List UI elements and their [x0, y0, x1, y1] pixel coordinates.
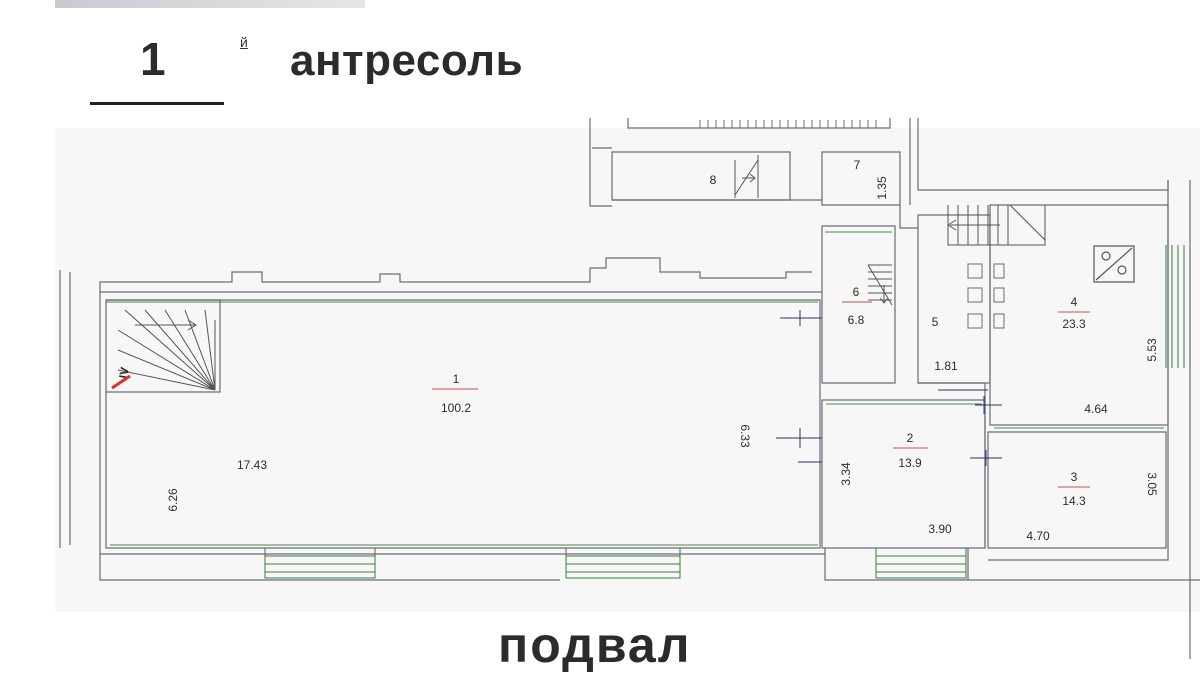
dimension-4-64: 4.64	[1084, 402, 1108, 416]
staircase-top	[947, 204, 1046, 246]
dimension-5-53: 5.53	[1145, 338, 1159, 362]
room-1-area: 100.2	[441, 401, 471, 415]
dimension-1-35: 1.35	[875, 176, 889, 200]
handwritten-mark: IV	[111, 366, 132, 390]
floor-plan: 1 100.2 2 13.9 3 14.3 4 23.3 5 6 6.8 7 8…	[59, 118, 1200, 659]
dimension-4-70: 4.70	[1026, 529, 1050, 543]
stair-room-outline	[106, 299, 221, 393]
next-floor-title: подвал	[498, 617, 692, 673]
room-4-outline	[989, 204, 1169, 426]
staircase-room-1	[117, 309, 216, 391]
dimension-3-34: 3.34	[839, 462, 853, 486]
dimension-3-05: 3.05	[1145, 472, 1159, 496]
scan-edge-strip	[55, 0, 365, 8]
windows	[264, 245, 1185, 579]
fixture-2	[967, 287, 983, 303]
room-4-number: 4	[1071, 295, 1078, 309]
inner-wall-lines	[106, 231, 1164, 546]
window-2	[565, 548, 681, 579]
vent-hatching	[699, 120, 877, 128]
fixture-1	[967, 263, 983, 279]
equipment-box-frame	[1093, 245, 1135, 283]
floor-number: 1	[140, 33, 166, 85]
staircase-room-6	[867, 264, 893, 306]
room-labels: 1 100.2 2 13.9 3 14.3 4 23.3 5 6 6.8 7 8	[432, 158, 1090, 508]
room-3-outline	[987, 431, 1167, 549]
room-7-number: 7	[854, 158, 861, 172]
plan-sheet	[55, 128, 1200, 612]
floor-number-underline	[90, 102, 224, 105]
dimension-labels: 17.43 6.26 6.33 3.34 3.90 4.70 3.05 4.64…	[166, 176, 1159, 543]
fixture-6	[993, 313, 1005, 329]
window-3	[875, 548, 967, 579]
room-6-outline	[821, 225, 896, 384]
dimension-6-33: 6.33	[738, 424, 752, 448]
room-1-number: 1	[453, 372, 460, 386]
dimension-1-81: 1.81	[934, 359, 958, 373]
room-4-area: 23.3	[1062, 317, 1086, 331]
room-8-number: 8	[710, 173, 717, 187]
room-5-number: 5	[932, 315, 939, 329]
door-markers	[776, 310, 1002, 466]
floor-number-suffix: й	[240, 34, 248, 50]
window-4	[1165, 245, 1185, 368]
toilet-fixtures	[967, 263, 1005, 329]
floor-name: антресоль	[290, 36, 524, 85]
room-2-number: 2	[907, 431, 914, 445]
room-1-outline	[105, 299, 821, 549]
room-3-area: 14.3	[1062, 494, 1086, 508]
dimension-6-26: 6.26	[166, 488, 180, 512]
staircase-room-8	[734, 155, 759, 198]
walls	[59, 118, 1200, 659]
dimension-17-43: 17.43	[237, 458, 267, 472]
fixture-3	[967, 313, 983, 329]
fixture-4	[993, 263, 1005, 279]
fixture-5	[993, 287, 1005, 303]
dimension-3-90: 3.90	[928, 522, 952, 536]
room-5-outline	[917, 214, 991, 384]
room-8-outline	[611, 151, 791, 201]
window-1	[264, 548, 376, 579]
equipment-box	[1093, 245, 1135, 283]
room-3-number: 3	[1071, 470, 1078, 484]
room-6-number: 6	[853, 285, 860, 299]
room-2-area: 13.9	[898, 456, 922, 470]
room-6-area: 6.8	[848, 313, 865, 327]
floor-heading: 1 й антресоль	[0, 30, 1200, 110]
